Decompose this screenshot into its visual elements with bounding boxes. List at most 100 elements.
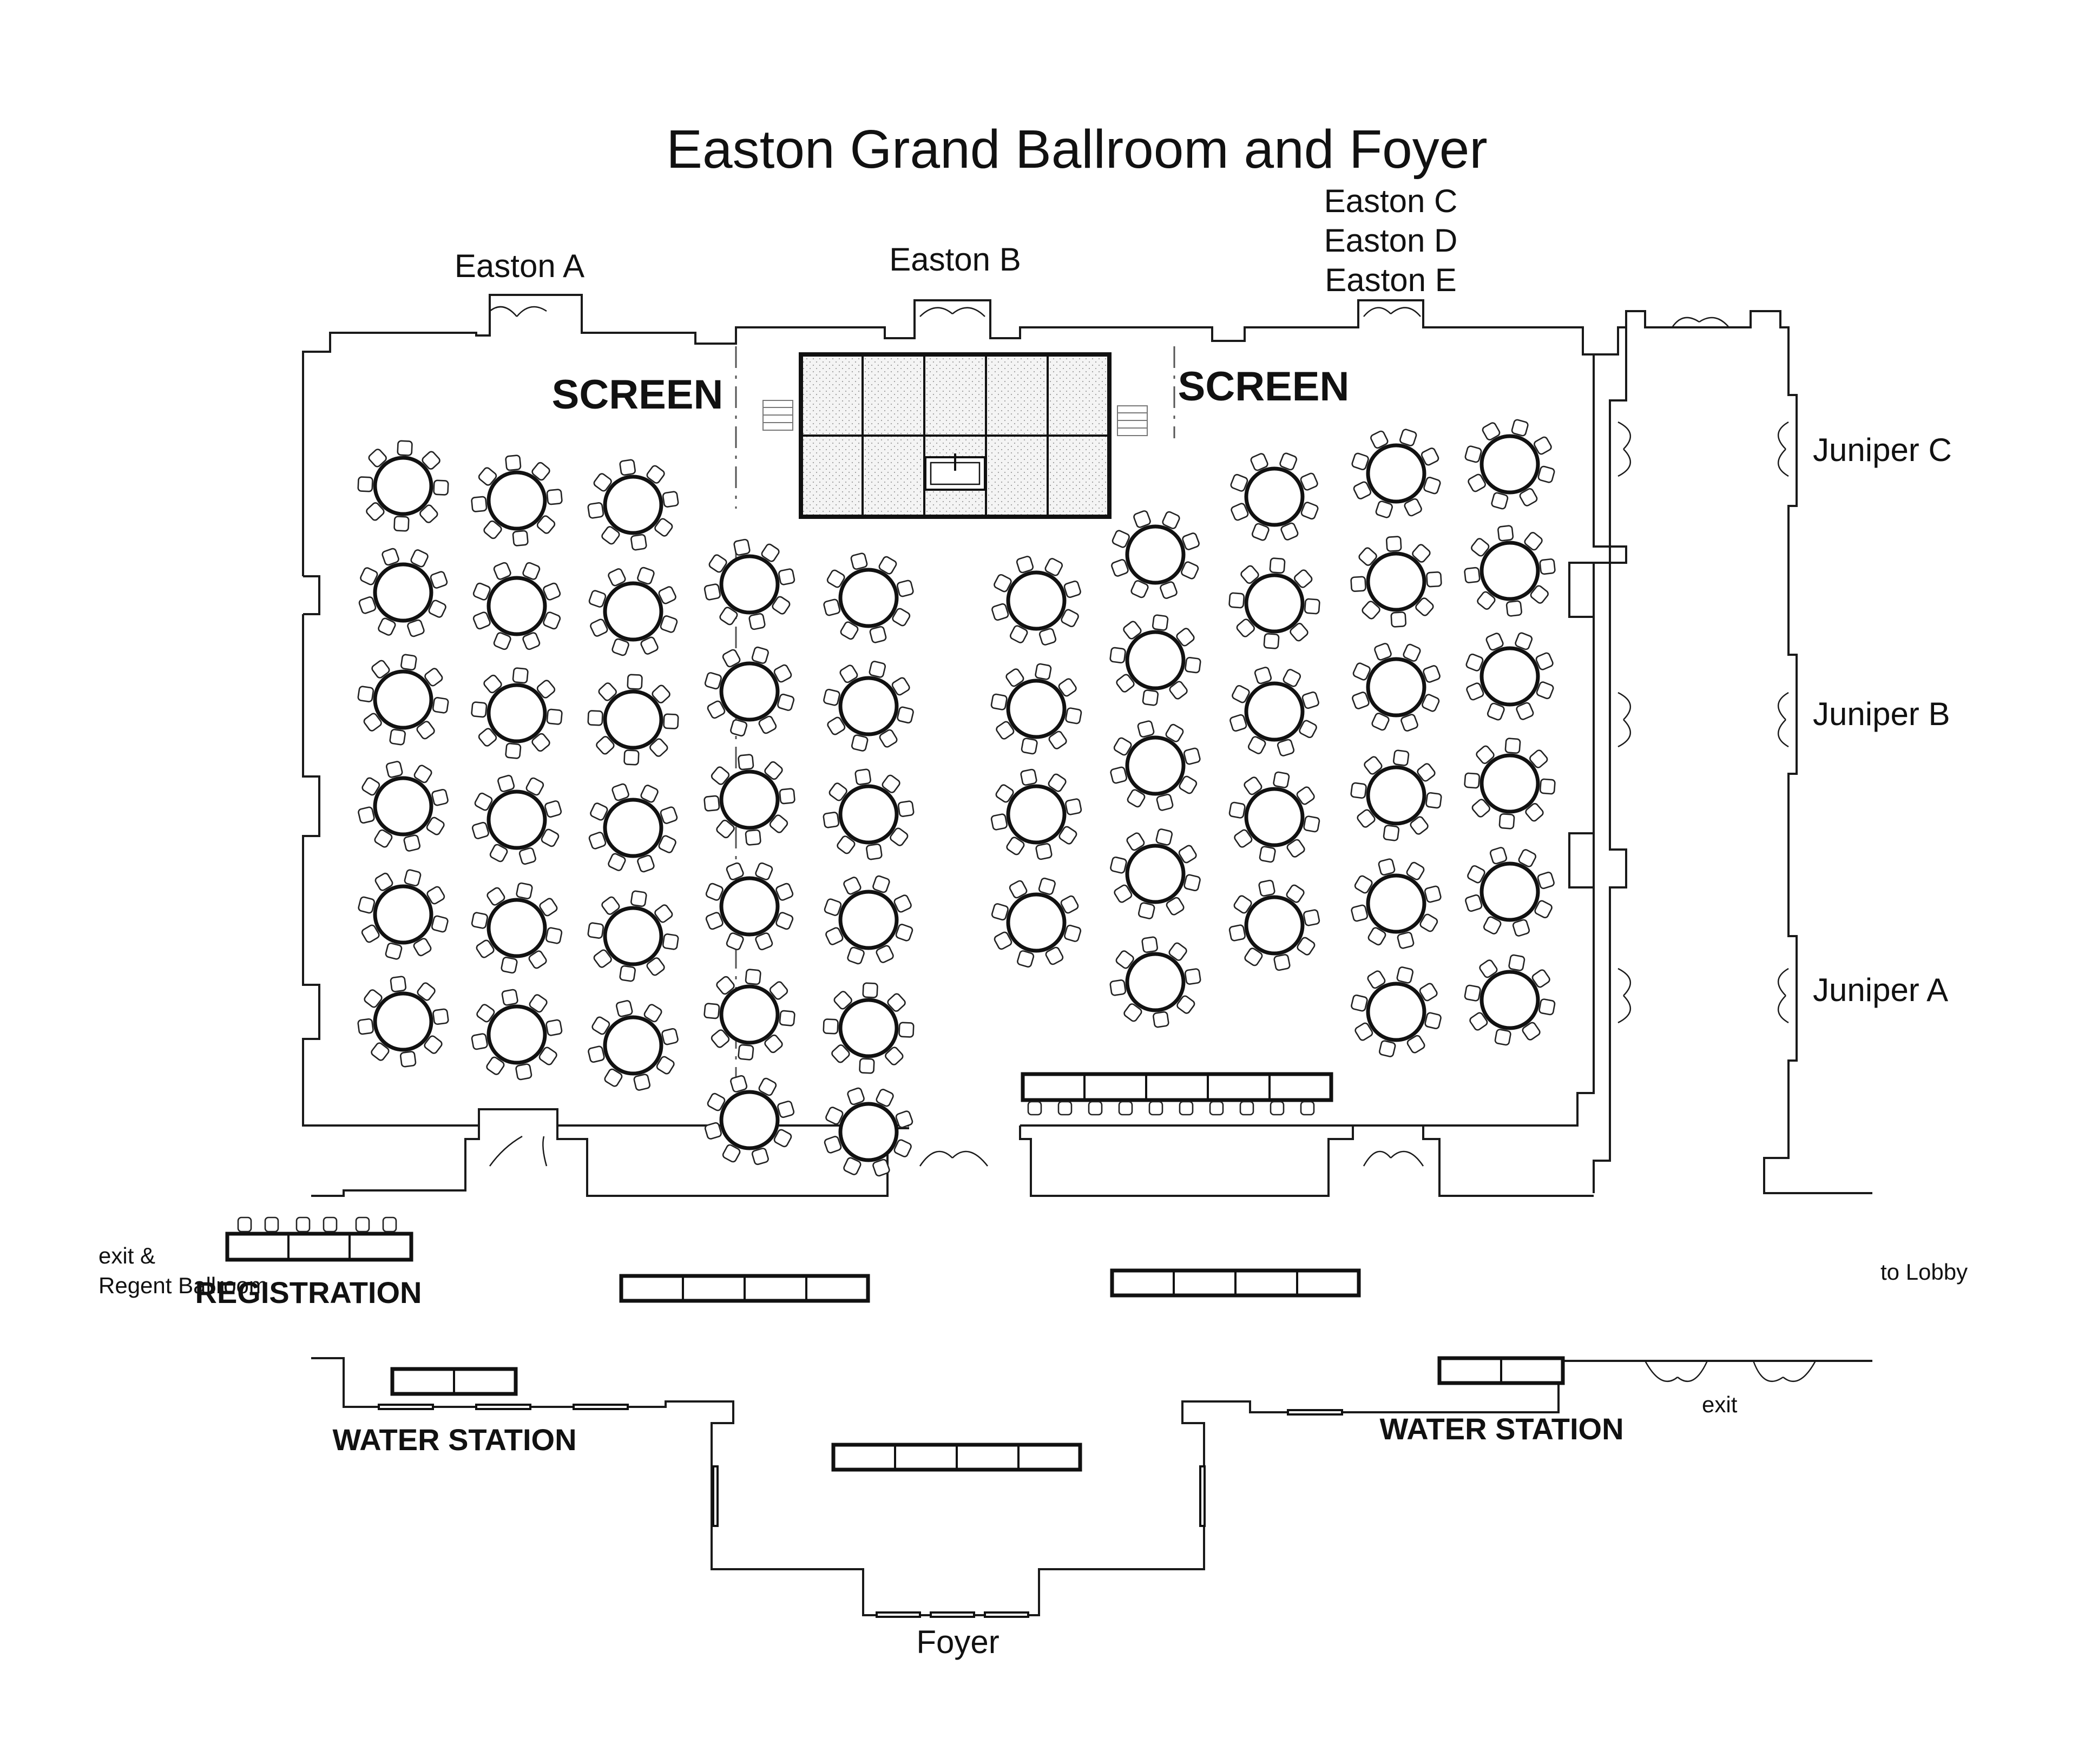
chair: [1048, 773, 1067, 792]
chair: [1162, 511, 1180, 529]
chair: [1160, 581, 1178, 599]
chair: [1370, 430, 1389, 449]
round-table-top: [486, 789, 547, 850]
foyer-table-right: [1110, 1268, 1361, 1298]
chair: [711, 766, 730, 785]
chair: [773, 1129, 792, 1148]
round-table: [1228, 771, 1320, 863]
foyer-table-left: [619, 1274, 870, 1303]
chair: [722, 649, 741, 668]
chair: [1537, 465, 1555, 483]
chair: [1392, 749, 1410, 766]
chair: [1114, 884, 1133, 903]
chair: [1035, 663, 1052, 680]
chair: [505, 455, 522, 471]
round-table: [1465, 847, 1555, 937]
chair: [1494, 1029, 1511, 1046]
chair: [1005, 668, 1024, 687]
chair: [658, 835, 676, 853]
chair: [515, 1063, 532, 1081]
round-table: [824, 1087, 913, 1177]
chair: [407, 619, 425, 637]
chair: [755, 932, 773, 951]
chair: [593, 949, 612, 968]
chair: [663, 713, 679, 729]
chair: [859, 1058, 875, 1074]
chair: [505, 742, 522, 759]
chair: [823, 1018, 839, 1035]
chair: [996, 721, 1015, 740]
round-table-top: [719, 1090, 780, 1150]
round-table-top: [1366, 657, 1426, 718]
chair: [726, 932, 744, 951]
chair: [588, 1045, 605, 1063]
chair: [660, 615, 678, 633]
chair: [1519, 488, 1538, 506]
chair: [1351, 452, 1369, 470]
chair: [611, 638, 629, 656]
chair: [1469, 1012, 1488, 1031]
chair: [730, 1075, 748, 1092]
chair: [1168, 942, 1187, 961]
chair: [1244, 947, 1263, 966]
chair: [433, 479, 449, 496]
chair: [895, 1110, 913, 1128]
chair: [1027, 1101, 1042, 1116]
chair: [1038, 628, 1057, 646]
chair: [417, 982, 436, 1001]
chair: [1417, 763, 1436, 782]
chair: [516, 882, 533, 899]
chair: [649, 738, 668, 757]
chair: [1009, 880, 1028, 899]
round-table-top: [603, 906, 663, 966]
chair: [1247, 736, 1266, 754]
round-table-top: [1479, 646, 1540, 707]
chair: [546, 489, 563, 505]
chair: [604, 1068, 623, 1087]
chair: [707, 1092, 726, 1111]
chair: [1539, 558, 1556, 575]
round-table: [703, 754, 795, 846]
chair: [652, 684, 670, 703]
round-table-top: [1006, 570, 1067, 631]
chair: [1035, 843, 1053, 860]
chair: [1153, 1011, 1169, 1028]
round-table-top: [373, 669, 433, 730]
chair: [1465, 653, 1484, 672]
round-table: [1464, 954, 1556, 1046]
chair: [389, 728, 406, 746]
chair: [539, 898, 558, 917]
round-table-top: [603, 1015, 663, 1076]
chair: [357, 1018, 374, 1035]
chair: [1364, 756, 1383, 775]
chair: [1396, 966, 1414, 984]
chair: [1137, 902, 1155, 919]
chair: [630, 890, 647, 907]
chair: [837, 835, 856, 854]
chair: [1424, 1012, 1442, 1030]
chair: [1385, 536, 1402, 552]
chair: [1397, 931, 1415, 949]
chair: [546, 708, 563, 725]
round-table-top: [1125, 844, 1186, 904]
chair: [778, 568, 795, 585]
chair: [1017, 950, 1035, 968]
chair: [847, 946, 865, 965]
chair: [1530, 585, 1549, 604]
chair: [708, 554, 727, 573]
chair: [1354, 1022, 1373, 1041]
round-table-top: [1244, 895, 1305, 956]
chair: [1367, 970, 1386, 989]
chair: [1350, 782, 1367, 799]
exit-label-left-line2: Regent Ballroom: [98, 1273, 268, 1298]
chair: [382, 1216, 397, 1233]
chair: [587, 922, 604, 939]
head-table: [1021, 1072, 1333, 1116]
round-table: [824, 875, 913, 965]
chair: [1296, 786, 1315, 805]
chair: [588, 832, 607, 850]
chair: [1176, 628, 1195, 647]
round-table: [588, 567, 678, 656]
chair: [1058, 826, 1077, 845]
chair: [1425, 792, 1442, 809]
